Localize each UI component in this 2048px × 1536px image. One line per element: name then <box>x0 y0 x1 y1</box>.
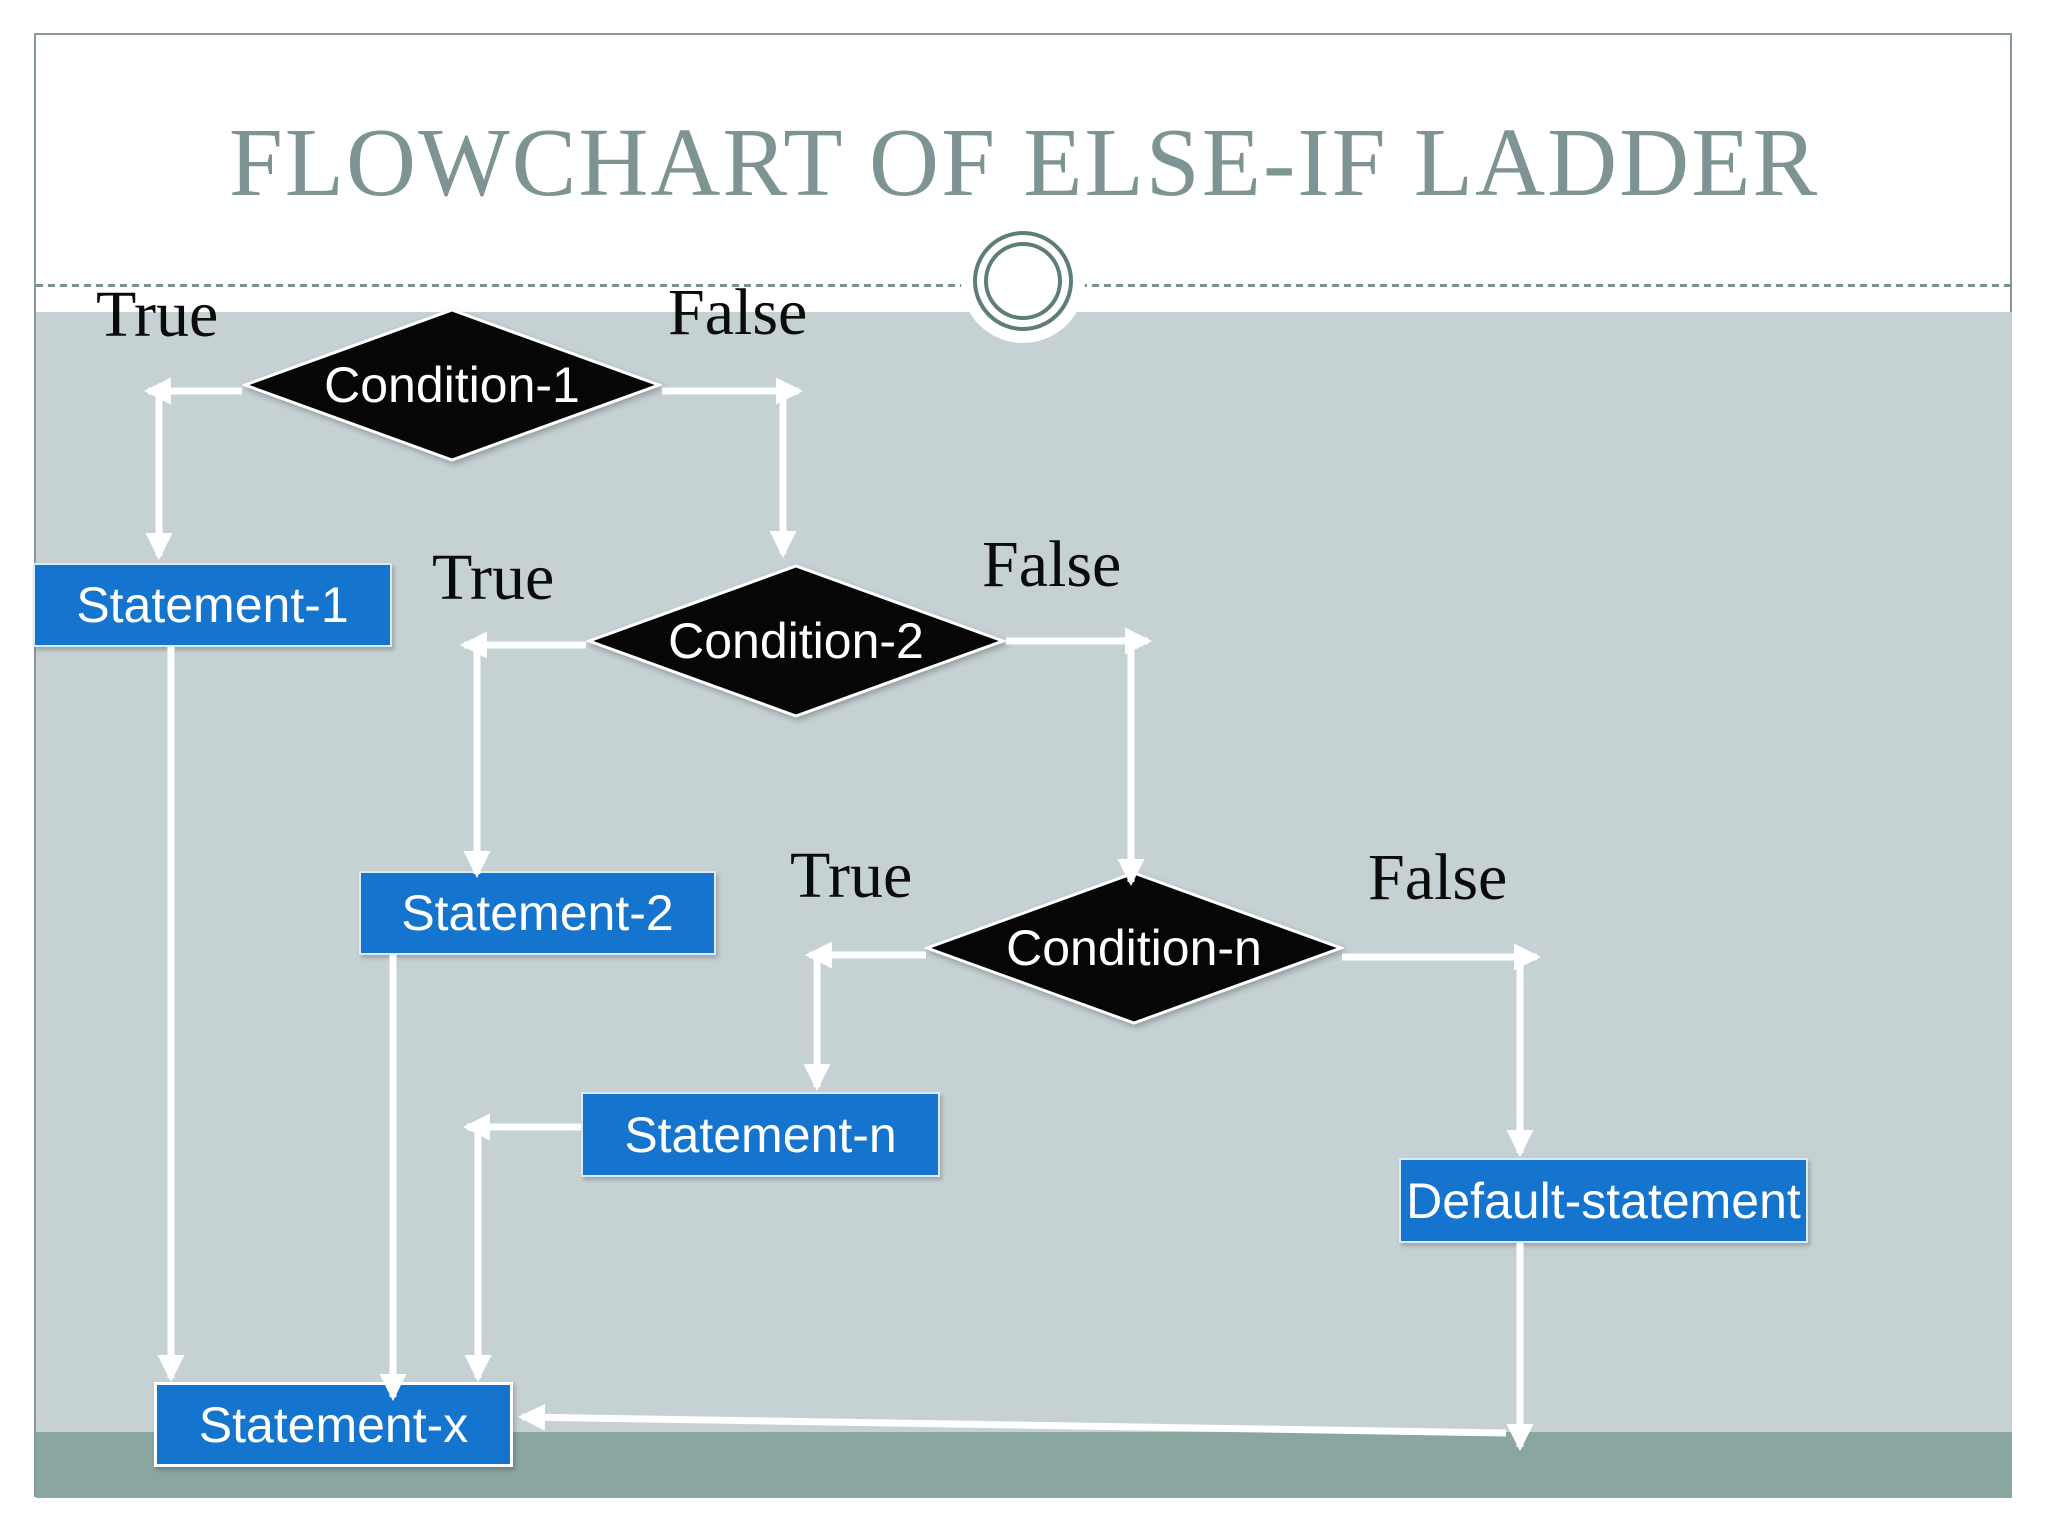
separator-circle-icon <box>973 231 1073 331</box>
condition-2-diamond: Condition-2 <box>586 564 1006 718</box>
statement-n-box: Statement-n <box>581 1092 940 1177</box>
condition-1-label: Condition-1 <box>324 357 580 413</box>
condition-1-diamond: Condition-1 <box>242 308 662 462</box>
false-condition-n-branch-label: False <box>1368 841 1508 914</box>
false-condition-2-branch-label: False <box>982 528 1122 601</box>
separator-circle-inner-ring <box>984 242 1062 320</box>
true-condition-1-branch-label: True <box>96 278 219 351</box>
condition-n-label: Condition-n <box>1006 920 1262 976</box>
true-condition-n-branch-label: True <box>790 839 913 912</box>
false-condition-1-branch-label: False <box>668 276 808 349</box>
default-statement-box: Default-statement <box>1399 1158 1808 1243</box>
true-condition-2-branch-label: True <box>432 541 555 614</box>
slide-title: FLOWCHART OF ELSE-IF LADDER <box>228 109 1820 216</box>
statement-x-box: Statement-x <box>154 1382 513 1467</box>
condition-n-diamond: Condition-n <box>924 871 1344 1025</box>
condition-2-label: Condition-2 <box>668 613 924 669</box>
statement-2-box: Statement-2 <box>359 871 716 955</box>
statement-1-box: Statement-1 <box>33 563 392 647</box>
